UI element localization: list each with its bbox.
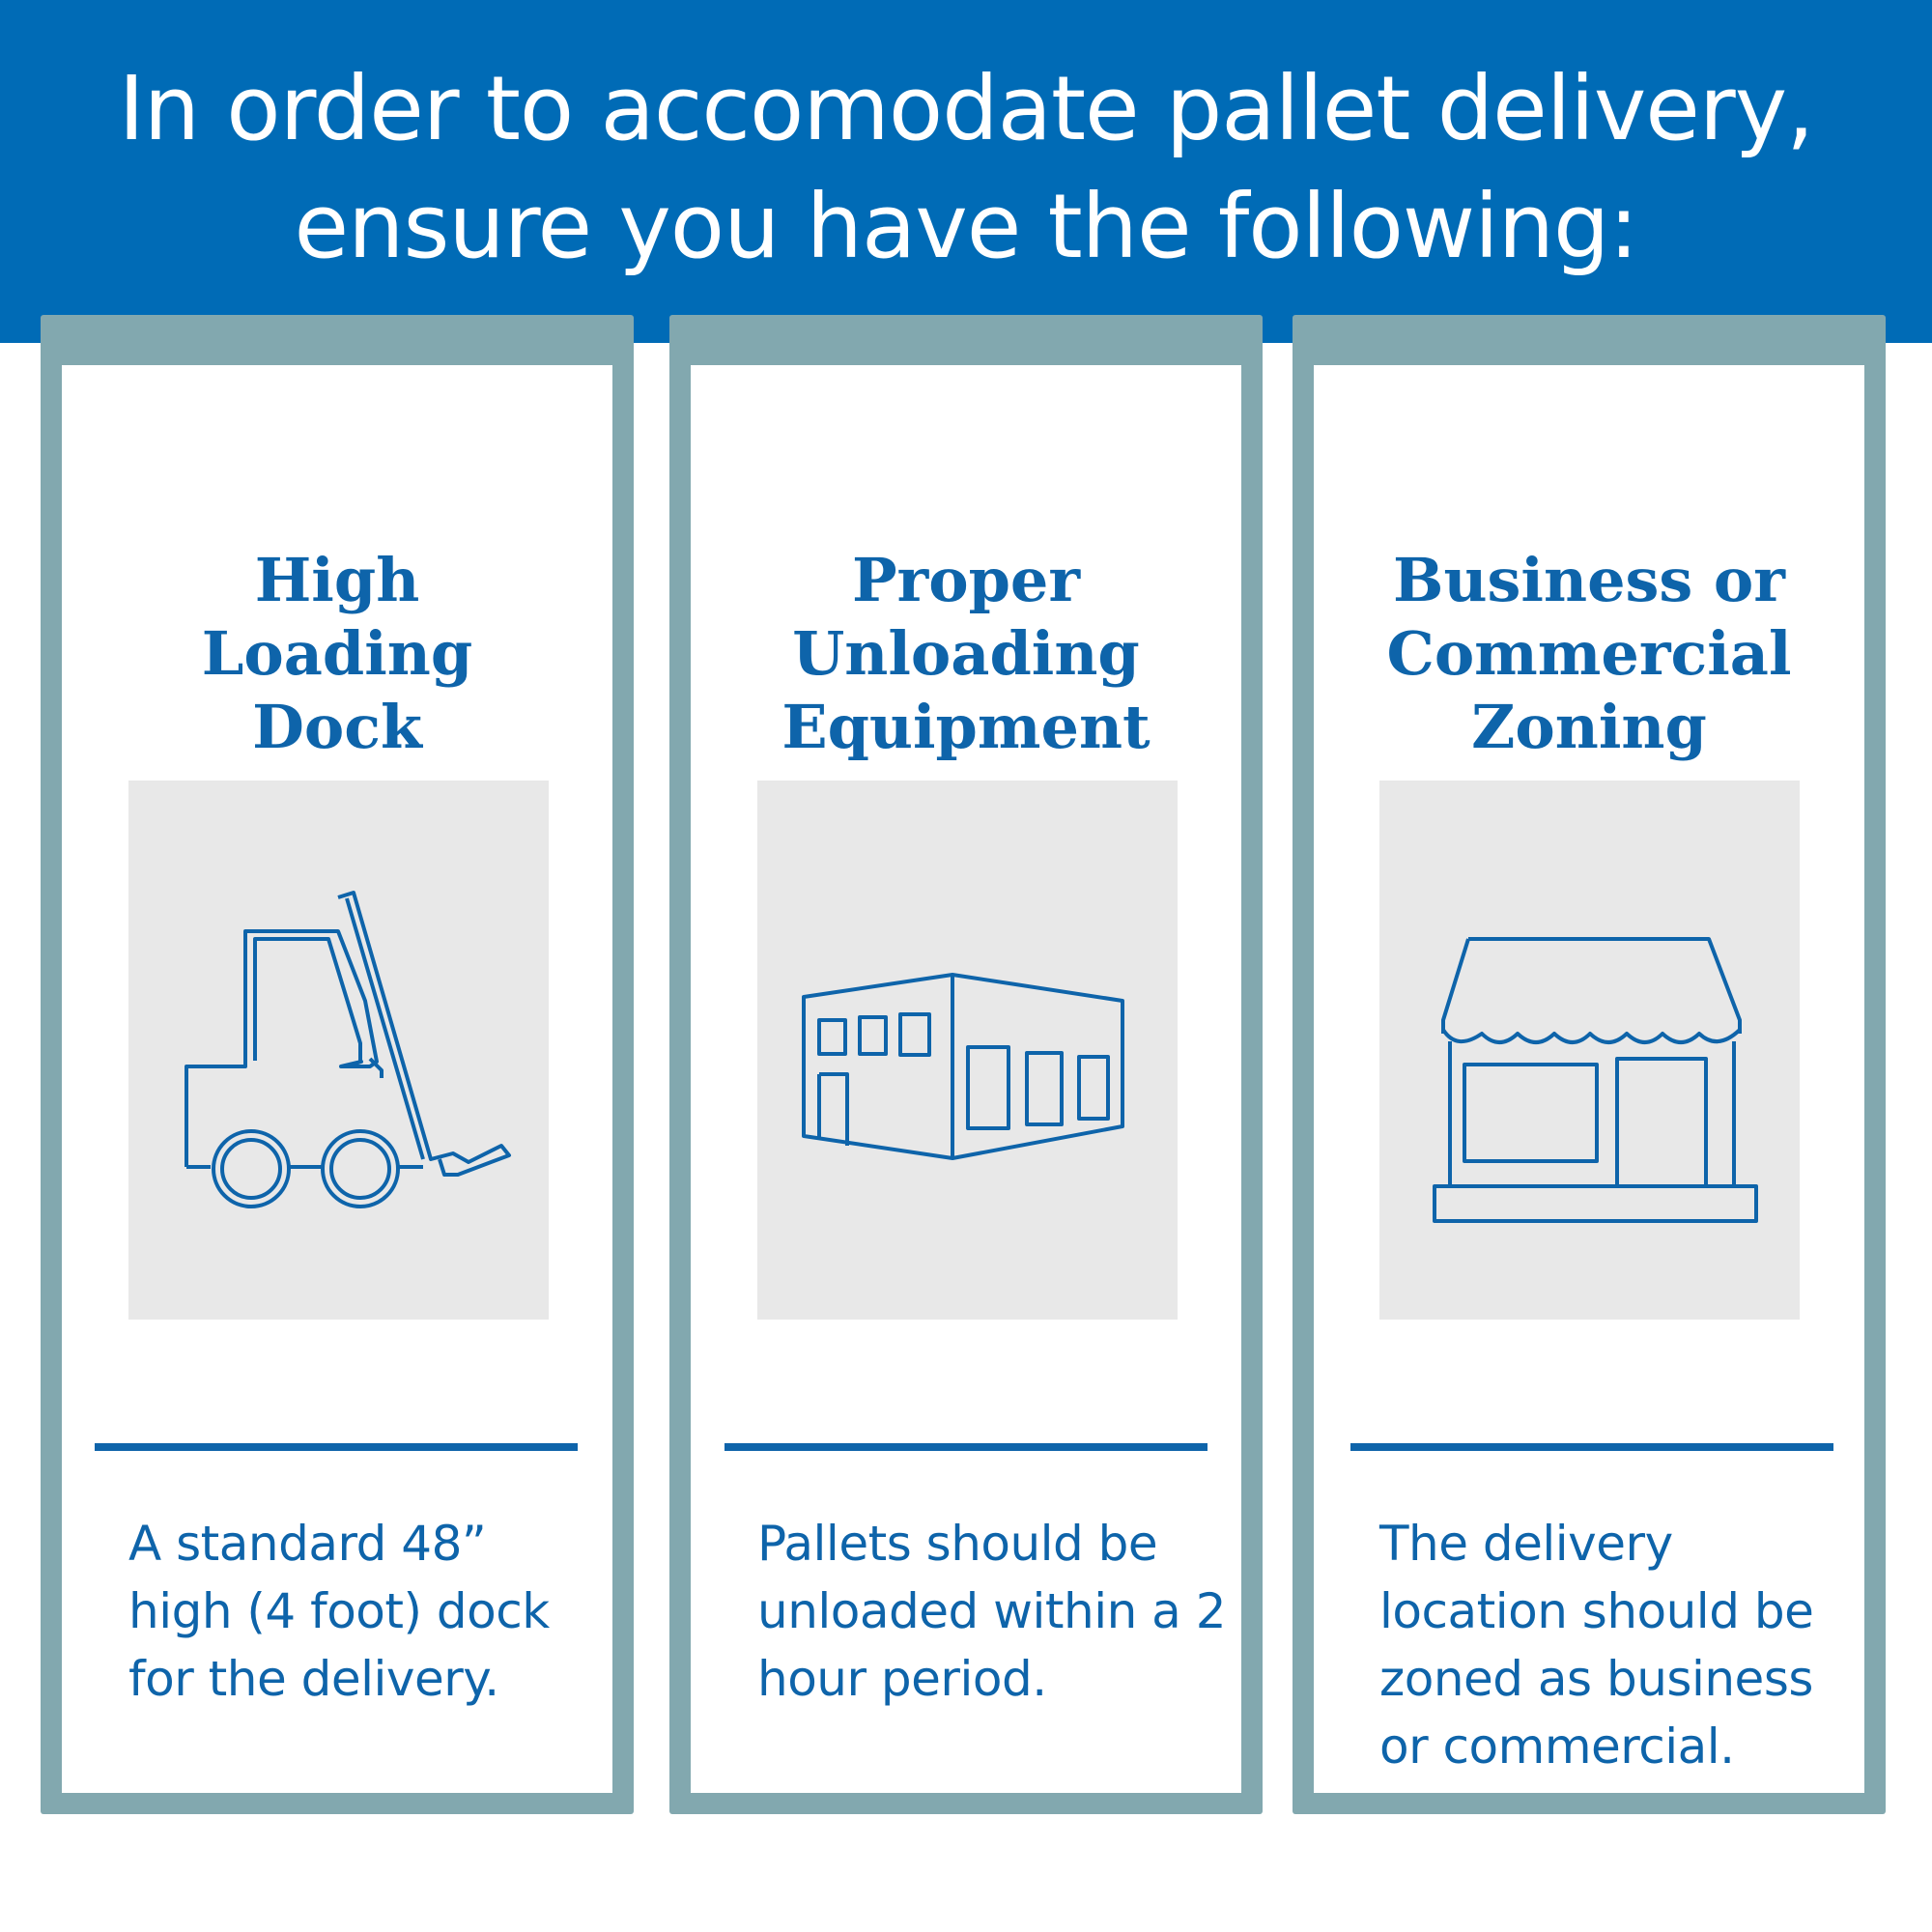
- card-loading-dock: High Loading Dock: [41, 315, 634, 1814]
- card-description-line: high (4 foot) dock: [128, 1583, 550, 1639]
- card-title-line: Dock: [252, 692, 422, 762]
- card-title-line: Zoning: [1471, 692, 1707, 762]
- card-description: A standard 48” high (4 foot) dock for th…: [128, 1510, 550, 1713]
- icon-panel: [757, 781, 1178, 1320]
- page-title-line-2: ensure you have the following:: [294, 175, 1639, 278]
- section-divider: [95, 1443, 578, 1451]
- card-description-line: for the delivery.: [128, 1651, 499, 1707]
- card-description-line: A standard 48”: [128, 1516, 487, 1572]
- card-description-line: The delivery: [1379, 1516, 1673, 1572]
- page-title-line-1: In order to accomodate pallet delivery,: [118, 57, 1815, 160]
- card-title-line: High: [254, 545, 420, 615]
- card-commercial-zoning: Business or Commercial Zoning The delive…: [1293, 315, 1886, 1814]
- card-title: Business or Commercial Zoning: [1314, 544, 1864, 764]
- card-description: The delivery location should be zoned as…: [1379, 1510, 1814, 1780]
- icon-panel: [1379, 781, 1800, 1320]
- card-title-line: Business or: [1393, 545, 1785, 615]
- card-title-line: Commercial: [1386, 618, 1792, 689]
- page-title: In order to accomodate pallet delivery, …: [0, 50, 1932, 286]
- card-title: Proper Unloading Equipment: [691, 544, 1241, 764]
- icon-panel: [128, 781, 549, 1320]
- warehouse-icon: [802, 973, 1124, 1160]
- storefront-icon: [1433, 937, 1758, 1223]
- card-body: High Loading Dock: [62, 365, 612, 1793]
- card-description-line: unloaded within a 2: [757, 1583, 1227, 1639]
- card-title-line: Equipment: [781, 692, 1151, 762]
- section-divider: [724, 1443, 1208, 1451]
- card-description-line: hour period.: [757, 1651, 1047, 1707]
- card-title: High Loading Dock: [62, 544, 612, 764]
- card-description-line: Pallets should be: [757, 1516, 1158, 1572]
- card-description-line: location should be: [1379, 1583, 1814, 1639]
- card-description-line: zoned as business: [1379, 1651, 1813, 1707]
- card-title-line: Loading: [201, 618, 473, 689]
- card-title-line: Unloading: [792, 618, 1140, 689]
- forklift-icon: [185, 891, 511, 1208]
- header-banner: In order to accomodate pallet delivery, …: [0, 0, 1932, 343]
- card-description-line: or commercial.: [1379, 1719, 1735, 1775]
- card-body: Proper Unloading Equipment Pallets shoul…: [691, 365, 1241, 1793]
- card-body: Business or Commercial Zoning The delive…: [1314, 365, 1864, 1793]
- card-description: Pallets should be unloaded within a 2 ho…: [757, 1510, 1227, 1713]
- section-divider: [1350, 1443, 1833, 1451]
- card-title-line: Proper: [851, 545, 1081, 615]
- card-unloading-equipment: Proper Unloading Equipment Pallets shoul…: [669, 315, 1263, 1814]
